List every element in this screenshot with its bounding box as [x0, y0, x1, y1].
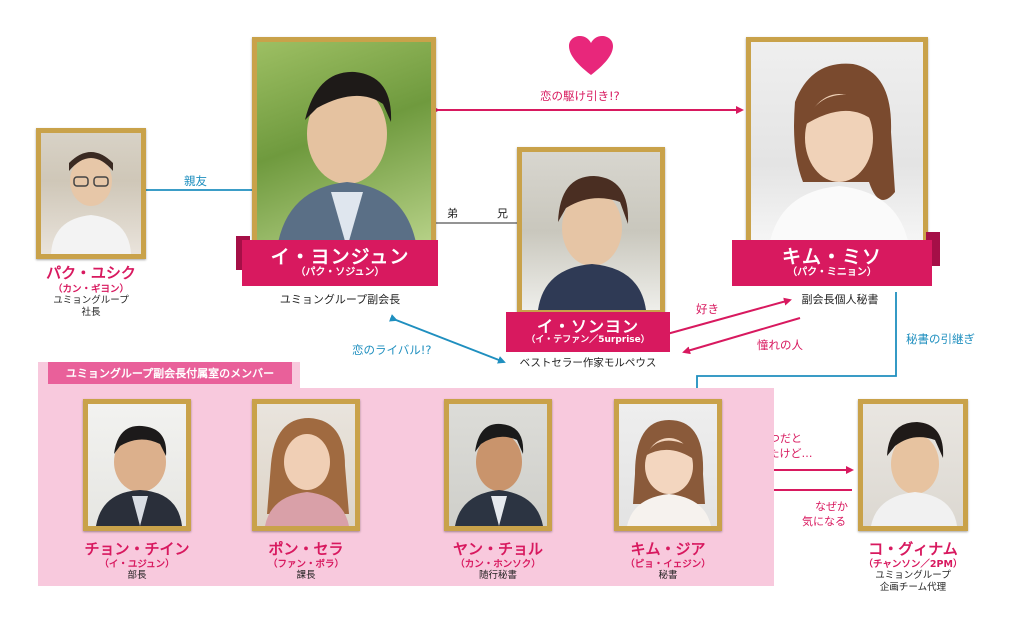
portrait-park-yusik	[36, 128, 146, 259]
person-silhouette	[769, 63, 909, 246]
actor-bong-sera: （ファン・ボラ）	[267, 559, 344, 570]
person-silhouette	[277, 71, 417, 248]
rival-label: 恋のライバル!?	[352, 343, 432, 357]
admire-arrow	[682, 317, 801, 355]
title-bong-sera: 課長	[296, 570, 316, 581]
actor-kim-miso: （パク・ミニョン）	[787, 267, 877, 279]
best-friend-label: 親友	[184, 174, 207, 188]
title-jung-chiin: 部長	[127, 570, 147, 581]
banner-kim-miso: キム・ミソ （パク・ミニョン）	[732, 240, 932, 286]
banner-lee-sungyeon: イ・ソンヨン （イ・テファン／5urprise）	[506, 312, 670, 352]
name-yang-cheol: ヤン・チョル	[452, 540, 543, 558]
name-park-yusik: パク・ユシク	[46, 264, 136, 282]
like-arrow	[666, 297, 792, 335]
older-brother-label: 兄	[497, 207, 508, 220]
admire-label: 憧れの人	[757, 338, 803, 352]
person-silhouette	[51, 152, 131, 254]
name-go-gwinam: コ・グィナム	[868, 540, 958, 558]
name-jung-chiin: チョン・チイン	[84, 540, 190, 558]
actor-park-yusik: （カン・ギヨン）	[52, 284, 129, 295]
person-silhouette	[455, 423, 543, 526]
handover-label: 秘書の引継ぎ	[906, 332, 975, 346]
title-go-gwinam: ユミョングループ 企画チーム代理	[875, 570, 951, 593]
gwinam-feeling-line1: なぜか	[815, 500, 848, 513]
actor-jung-chiin: （イ・ユジュン）	[99, 559, 175, 570]
title-lee-sungyeon: ベストセラー作家モルペウス	[519, 357, 657, 369]
actor-lee-sungyeon: （イ・テファン／5urprise）	[526, 335, 650, 346]
actor-kim-jia: （ピョ・イェジン）	[625, 559, 711, 570]
portrait-bong-sera	[252, 399, 360, 531]
actor-yang-cheol: （カン・ホンソク）	[455, 559, 541, 570]
portrait-lee-youngjoon	[252, 37, 436, 253]
person-silhouette	[96, 425, 182, 526]
person-silhouette	[871, 422, 957, 526]
person-silhouette	[265, 418, 349, 526]
name-lee-sungyeon: イ・ソンヨン	[536, 316, 639, 336]
portrait-lee-sungyeon	[517, 147, 665, 315]
portrait-kim-miso	[746, 37, 928, 251]
person-silhouette	[627, 420, 711, 526]
younger-brother-label: 弟	[447, 207, 458, 220]
name-kim-miso: キム・ミソ	[781, 245, 882, 268]
title-lee-youngjoon: ユミョングループ副会長	[279, 293, 401, 306]
title-yang-cheol: 随行秘書	[478, 570, 517, 581]
title-kim-jia: 秘書	[658, 570, 678, 581]
name-bong-sera: ポン・セラ	[268, 540, 344, 558]
love-tug-label: 恋の駆け引き!?	[540, 89, 620, 103]
banner-lee-youngjoon: イ・ヨンジュン （パク・ソジュン）	[242, 240, 438, 286]
portrait-go-gwinam	[858, 399, 968, 531]
team-label: ユミョングループ副会長付属室のメンバー	[48, 362, 292, 384]
rival-arrow	[388, 314, 506, 364]
portrait-yang-cheol	[444, 399, 552, 531]
actor-lee-youngjoon: （パク・ソジュン）	[295, 267, 385, 279]
title-park-yusik: ユミョングループ 社長	[53, 295, 129, 318]
name-kim-jia: キム・ジア	[630, 540, 706, 558]
portrait-kim-jia	[614, 399, 722, 531]
gwinam-feeling-line2: 気になる	[802, 515, 846, 528]
title-kim-miso: 副会長個人秘書	[801, 293, 879, 306]
portrait-jung-chiin	[83, 399, 191, 531]
heart-icon	[569, 36, 613, 75]
actor-go-gwinam: （チャンソン／2PM）	[863, 559, 963, 570]
like-label: 好き	[696, 302, 719, 316]
person-silhouette	[538, 176, 646, 310]
name-lee-youngjoon: イ・ヨンジュン	[270, 245, 410, 268]
